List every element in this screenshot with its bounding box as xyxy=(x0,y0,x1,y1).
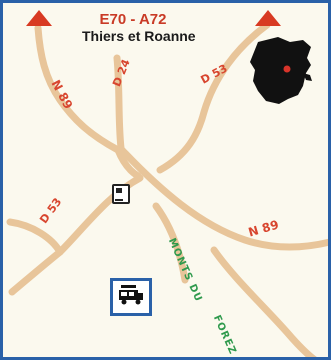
road-n89-east xyxy=(118,146,331,251)
france-map-icon xyxy=(250,37,312,104)
red-triangle-arrow-icon xyxy=(255,10,281,26)
road-d53-northeast xyxy=(156,21,271,174)
road-center xyxy=(114,146,142,180)
road-south xyxy=(210,246,319,360)
road-d24 xyxy=(113,54,125,152)
road-inner xyxy=(152,202,189,284)
road-west xyxy=(6,218,64,256)
route-title: E70 - A72 xyxy=(99,11,167,28)
bus-icon xyxy=(112,184,130,204)
camping-car-icon xyxy=(110,278,152,316)
route-destination: Thiers et Roanne xyxy=(82,28,196,44)
road-n89-north xyxy=(34,24,122,154)
red-triangle-arrow-icon xyxy=(26,10,52,26)
location-marker-icon xyxy=(283,65,291,73)
